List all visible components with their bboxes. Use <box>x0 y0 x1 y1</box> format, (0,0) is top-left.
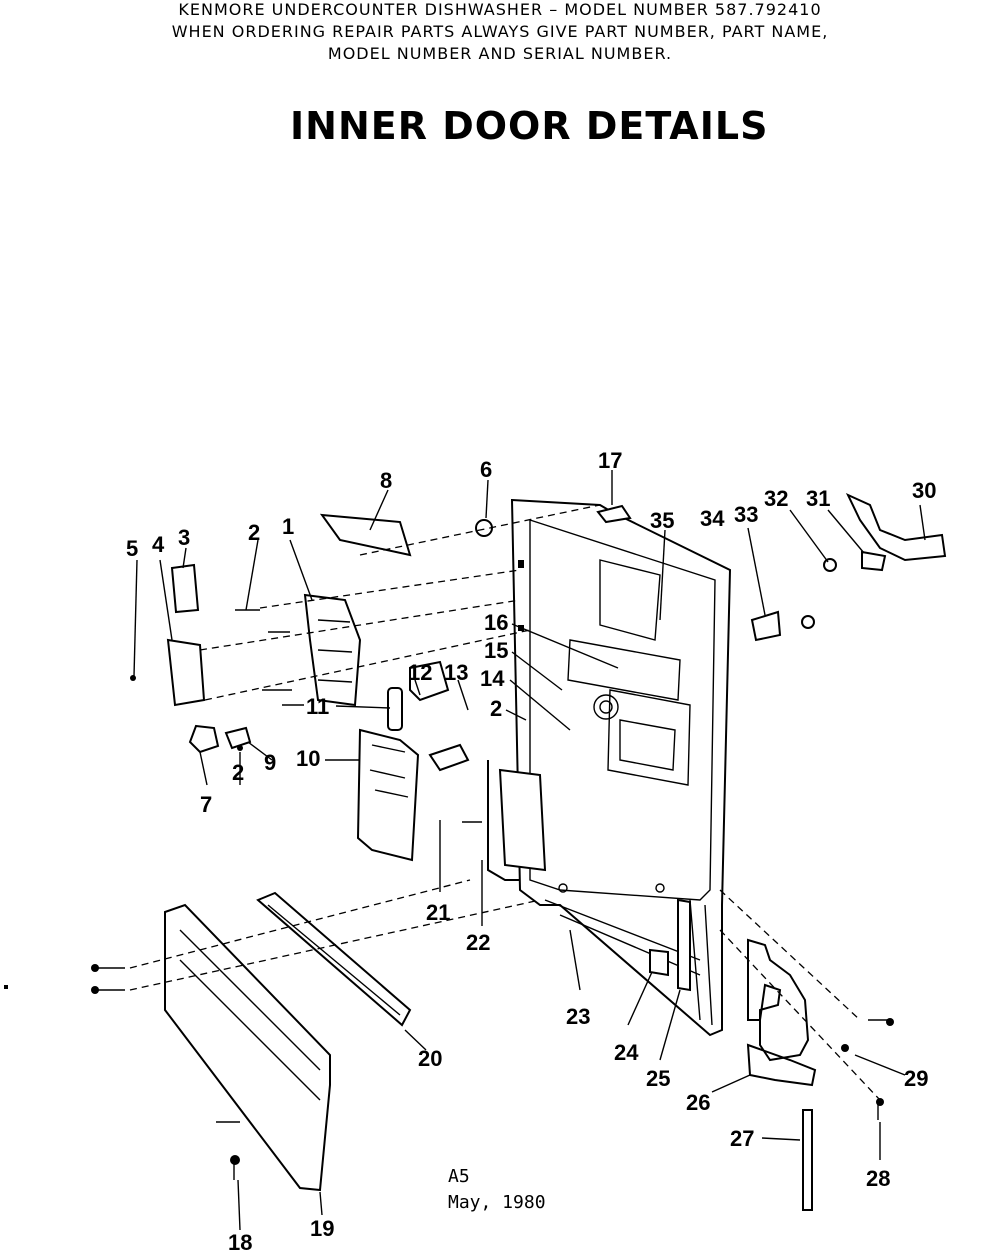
footer-code: A5 <box>448 1166 470 1187</box>
hinge-hardware <box>475 492 947 642</box>
callout-33: 33 <box>734 502 758 527</box>
callout-17: 17 <box>598 448 622 473</box>
footer-date: May, 1980 <box>448 1192 546 1213</box>
callout-25: 25 <box>646 1066 670 1091</box>
door-trim <box>164 891 412 1192</box>
callout-10: 10 <box>296 746 320 771</box>
callout-3: 3 <box>178 525 190 550</box>
callout-19: 19 <box>310 1216 334 1241</box>
callout-16: 16 <box>484 610 508 635</box>
callout-31: 31 <box>806 486 830 511</box>
callout-11: 11 <box>306 694 329 719</box>
dispenser-assembly <box>356 660 470 862</box>
callout-34: 34 <box>700 506 725 531</box>
callout-20: 20 <box>418 1046 442 1071</box>
lower-brackets <box>487 760 813 1211</box>
callout-4: 4 <box>152 532 165 557</box>
inner-door-panel <box>510 498 732 1037</box>
callout-2: 2 <box>248 520 260 545</box>
callout-30: 30 <box>912 478 936 503</box>
callout-6: 6 <box>480 457 492 482</box>
callout-5: 5 <box>126 536 138 561</box>
callout-18: 18 <box>228 1230 252 1254</box>
callout-32: 32 <box>764 486 788 511</box>
callout-8: 8 <box>380 468 392 493</box>
callout-21: 21 <box>426 900 450 925</box>
callout-27: 27 <box>730 1126 754 1151</box>
callout-2: 2 <box>490 696 502 721</box>
screws <box>91 609 894 1180</box>
scan-speck <box>4 985 8 989</box>
callout-1: 1 <box>282 514 294 539</box>
callout-35: 35 <box>650 508 674 533</box>
callout-23: 23 <box>566 1004 590 1029</box>
leader-lines <box>133 470 926 1231</box>
page-title: INNER DOOR DETAILS <box>290 104 769 148</box>
callout-22: 22 <box>466 930 490 955</box>
header-serial-line: MODEL NUMBER AND SERIAL NUMBER. <box>327 44 673 63</box>
callout-7: 7 <box>200 792 212 817</box>
callout-26: 26 <box>686 1090 710 1115</box>
callout-14: 14 <box>480 666 505 691</box>
header-ordering-line: WHEN ORDERING REPAIR PARTS ALWAYS GIVE P… <box>171 22 829 41</box>
callout-24: 24 <box>614 1040 639 1065</box>
callout-15: 15 <box>484 638 508 663</box>
callout-labels: 1 2 2 2 3 4 5 6 7 8 9 10 11 12 13 14 15 … <box>126 448 936 1254</box>
latch-assembly <box>166 513 412 754</box>
header-model-line: KENMORE UNDERCOUNTER DISHWASHER – MODEL … <box>178 0 822 19</box>
alignment-lines <box>129 504 881 1101</box>
hinge-bracket <box>746 938 817 1087</box>
callout-13: 13 <box>444 660 468 685</box>
callout-29: 29 <box>904 1066 928 1091</box>
callout-2: 2 <box>232 760 244 785</box>
callout-28: 28 <box>866 1166 890 1191</box>
callout-9: 9 <box>264 750 276 775</box>
callout-12: 12 <box>408 660 432 685</box>
